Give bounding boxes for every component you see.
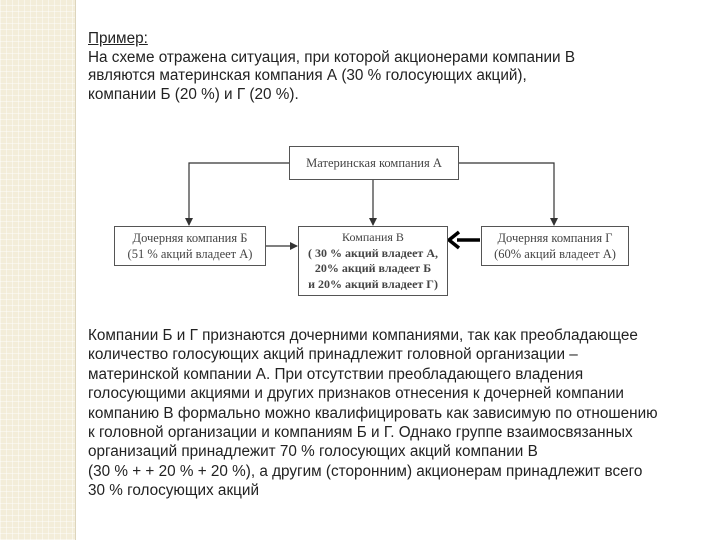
- parent-company-box: Материнская компания А: [289, 146, 459, 180]
- subsidiary-g-box: Дочерняя компания Г (60% акций владеет А…: [481, 226, 629, 266]
- explanation-line: 30 % голосующих акций: [88, 481, 718, 500]
- arrow-a-to-b: [189, 163, 289, 225]
- company-v-ownership-b: 20% акций владеет Б: [299, 261, 447, 277]
- explanation-line: к головной организации и компаниям Б и Г…: [88, 423, 718, 442]
- explanation-line: голосующими акциями и других признаков о…: [88, 384, 718, 403]
- explanation-line: организаций принадлежит 70 % голосующих …: [88, 442, 718, 461]
- subsidiary-g-ownership: (60% акций владеет А): [482, 246, 628, 262]
- company-v-title: Компания В: [299, 230, 447, 246]
- explanation-line: материнской компании А. При отсутствии п…: [88, 365, 718, 384]
- explanation-line: Компании Б и Г признаются дочерними комп…: [88, 326, 718, 345]
- explanation-line: компанию В формально можно квалифицирова…: [88, 404, 718, 423]
- explanation-text: Компании Б и Г признаются дочерними комп…: [88, 326, 718, 501]
- explanation-line: (30 % + + 20 % + 20 %), а другим (сторон…: [88, 462, 718, 481]
- parent-company-label: Материнская компания А: [290, 155, 458, 171]
- subsidiary-b-box: Дочерняя компания Б (51 % акций владеет …: [114, 226, 266, 266]
- company-v-box: Компания В ( 30 % акций владеет А, 20% а…: [298, 226, 448, 296]
- company-v-ownership-g: и 20% акций владеет Г): [299, 277, 447, 293]
- subsidiary-b-ownership: (51 % акций владеет А): [115, 246, 265, 262]
- company-v-ownership-a: ( 30 % акций владеет А,: [299, 246, 447, 262]
- subsidiary-g-title: Дочерняя компания Г: [482, 230, 628, 246]
- subsidiary-b-title: Дочерняя компания Б: [115, 230, 265, 246]
- arrow-a-to-g: [459, 163, 554, 225]
- explanation-line: количество голосующих акций принадлежит …: [88, 345, 718, 364]
